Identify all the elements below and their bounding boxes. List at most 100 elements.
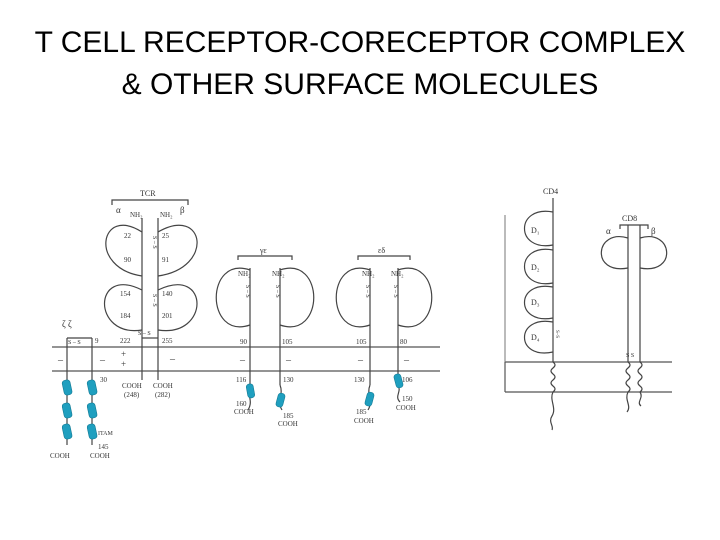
- cd3-delta-epsilon: [335, 255, 433, 411]
- zeta-cooh-left: COOH: [50, 452, 70, 460]
- cd3-de-disulfide-right: S – S: [392, 285, 398, 298]
- cd8-disulfide: S S: [626, 353, 634, 359]
- cd4-d4-domain: [523, 320, 554, 354]
- cd3-epsilon2-domain: [335, 267, 371, 328]
- cd3-de-residue-185: 185: [356, 408, 367, 416]
- cd4-d4-label: D₄: [531, 333, 540, 342]
- zeta-cooh-right: COOH: [90, 452, 110, 460]
- tcr-alpha-cooh: COOH: [122, 382, 142, 390]
- cd3-gamma-nh2: NH₂: [238, 270, 251, 278]
- tcr-label: TCR: [140, 189, 156, 198]
- itam-motif: [61, 402, 73, 419]
- zeta-disulfide: S – S: [68, 340, 81, 346]
- itam-motif: [86, 402, 98, 419]
- cd4-coreceptor: [523, 198, 556, 431]
- zeta-itam-motifs: [61, 379, 98, 440]
- cd3-de-residue-105: 105: [356, 338, 367, 346]
- zeta-charge-minus-1: –: [57, 355, 64, 366]
- cd3-delta-domain: [397, 267, 433, 328]
- tcr-charge-plus-2: +: [121, 359, 126, 369]
- cd3-de-disulfide-left: S – S: [364, 285, 370, 298]
- slide-title: T CELL RECEPTOR-CORECEPTOR COMPLEX & OTH…: [0, 22, 720, 106]
- tcr-residue-184: 184: [120, 312, 131, 320]
- cd8-beta-label: β: [651, 226, 656, 236]
- cd3-epsilon2-nh2: NH₂: [362, 270, 375, 278]
- cd3-ge-residue-185: 185: [283, 412, 294, 420]
- cd3-ge-disulfide-right: S – S: [274, 285, 280, 298]
- cd3-de-residue-150: 150: [402, 395, 413, 403]
- cd3-delta-nh2: NH₂: [391, 270, 404, 278]
- cd4-d3-domain: [523, 285, 554, 320]
- tcr-beta-cooh-num: (282): [155, 391, 171, 399]
- cd3-ge-residue-90: 90: [240, 338, 248, 346]
- tcr-residue-255: 255: [162, 337, 173, 345]
- cd4-d3-label: D₃: [531, 298, 540, 307]
- itam-motif: [393, 373, 404, 389]
- tcr-bracket: [111, 199, 189, 205]
- right-membrane: [504, 361, 672, 393]
- tcr-alpha-label: α: [116, 205, 121, 215]
- tcr-alpha-v-domain: [105, 224, 143, 277]
- cd4-d2-domain: [523, 248, 554, 285]
- tcr-charge-minus: –: [169, 354, 176, 365]
- tcr-residue-222: 222: [120, 337, 131, 345]
- cd3-ge-label: γε: [259, 246, 267, 255]
- cd4-tail: [549, 391, 555, 431]
- cd4-d2-label: D₂: [531, 263, 540, 272]
- cd3-ge-cooh-left: COOH: [234, 408, 254, 416]
- cd8-label: CD8: [622, 214, 637, 223]
- left-membrane: [52, 346, 440, 372]
- title-line-1: T CELL RECEPTOR-CORECEPTOR COMPLEX: [34, 26, 686, 59]
- itam-motif: [86, 423, 98, 440]
- itam-motif: [275, 392, 286, 408]
- cd8-coreceptor: [600, 224, 668, 413]
- cd3-de-minus-2: –: [403, 355, 410, 366]
- tcr-residue-22: 22: [124, 232, 132, 240]
- tcr-alpha-nh2: NH₂: [130, 211, 143, 219]
- cd3-ge-residue-160: 160: [236, 400, 247, 408]
- tcr-alpha-cooh-num: (248): [124, 391, 140, 399]
- cd3-ge-minus-2: –: [285, 355, 292, 366]
- tcr-disulfide-interchain: S – S: [138, 331, 151, 337]
- cd3-epsilon-nh2: NH₂: [272, 270, 285, 278]
- cd4-tm-helix: [550, 361, 556, 393]
- cd4-disulfide: S–S: [554, 330, 559, 338]
- itam-motif: [246, 383, 255, 399]
- cd4-d1-domain: [523, 210, 554, 247]
- cd3-de-cooh-right: COOH: [396, 404, 416, 412]
- cd8-alpha-tail: [626, 391, 630, 413]
- zeta-residue-9: 9: [95, 337, 99, 345]
- tcr-residue-154: 154: [120, 290, 131, 298]
- tcr-beta-nh2: NH₂: [160, 211, 173, 219]
- itam-motif: [86, 379, 98, 396]
- zeta-label: ζ ζ: [62, 319, 72, 329]
- cd3-gamma-domain: [215, 267, 251, 328]
- tcr-beta-label: β: [180, 205, 185, 215]
- cd3-ge-residue-105: 105: [282, 338, 293, 346]
- cd8-beta-tail: [638, 391, 642, 407]
- cd3-ge-residue-130: 130: [283, 376, 294, 384]
- cd8-alpha-domain: [600, 236, 629, 270]
- tcr-heterodimer: [103, 199, 198, 380]
- cd3-de-residue-130: 130: [354, 376, 365, 384]
- cd8-beta-tm-helix: [637, 361, 643, 393]
- cd3-gamma-epsilon: [215, 255, 315, 411]
- cd4-label: CD4: [543, 187, 558, 196]
- cd4-d1-label: D₁: [531, 226, 540, 235]
- tcr-charge-plus-1: +: [121, 349, 126, 359]
- itam-motif: [364, 391, 375, 407]
- cd3-ge-residue-116: 116: [236, 376, 247, 384]
- cd3-ge-cooh-right: COOH: [278, 420, 298, 428]
- itam-motif: [61, 423, 73, 440]
- cd3-de-label: εδ: [378, 246, 385, 255]
- tcr-alpha-c-domain: [103, 284, 143, 332]
- zeta-charge-minus-2: –: [99, 355, 106, 366]
- cd8-beta-domain: [639, 236, 668, 270]
- zeta-residue-30: 30: [100, 376, 108, 384]
- tcr-beta-cooh: COOH: [153, 382, 173, 390]
- cd3-de-minus-1: –: [357, 355, 364, 366]
- cd3-de-residue-80: 80: [400, 338, 408, 346]
- cd3-ge-disulfide-left: S – S: [244, 285, 250, 298]
- tcr-disulfide-c: S – S: [151, 294, 157, 307]
